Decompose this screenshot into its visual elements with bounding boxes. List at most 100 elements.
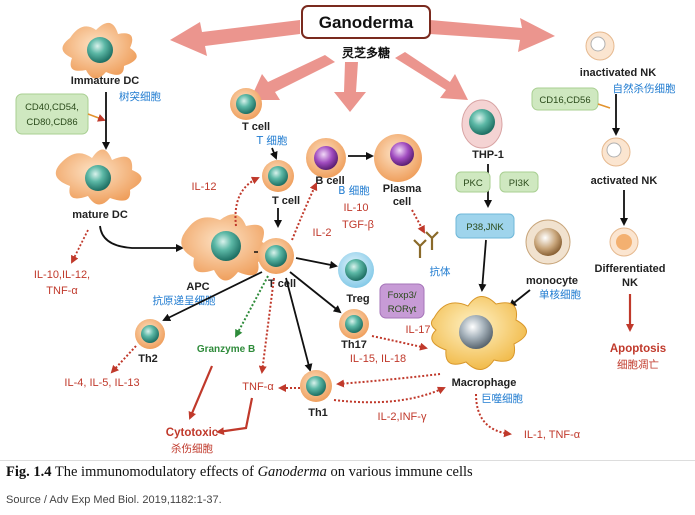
big-arrow-right xyxy=(430,18,555,52)
inactivated-nk-label-cn: 自然杀伤细胞 xyxy=(613,82,676,95)
dc-marker-box: CD40,CD54, CD80,CD86 xyxy=(15,93,89,135)
caption-italic: Ganoderma xyxy=(257,464,327,480)
differentiated-nk-nucleus xyxy=(616,234,632,250)
treg-nucleus xyxy=(345,259,367,281)
caption-text-before: The immunomodulatory effects of xyxy=(54,464,258,480)
dc-marker-line2: CD80,CD86 xyxy=(26,117,77,128)
arrow-t-top-to-t-mid xyxy=(270,147,278,160)
cytotoxic-label-cn: 杀伤细胞 xyxy=(171,442,213,455)
ganoderma-title-cn: 灵芝多糖 xyxy=(342,45,390,60)
t-cell-mid-label: T cell xyxy=(272,195,300,207)
t-cell-top: T cell T 细胞 xyxy=(230,88,288,147)
differentiated-nk-label-1: Differentiated xyxy=(595,263,666,275)
th2-cytokines-label: IL-4, IL-5, IL-13 xyxy=(64,377,139,389)
arrow-tnf-to-cytotoxic xyxy=(216,397,254,436)
t-cell-center: T cell xyxy=(258,238,296,290)
nk-marker-box: CD16,CD56 xyxy=(531,87,599,111)
figure-caption: Fig. 1.4 The immunomodulatory effects of… xyxy=(6,464,689,481)
il17-label: IL-17 xyxy=(405,324,430,336)
th1-label: Th1 xyxy=(308,407,328,419)
macrophage-label-cn: 巨噬细胞 xyxy=(481,392,523,405)
antibody-label: 抗体 xyxy=(430,265,451,278)
immune-diagram: Ganoderma 灵芝多糖 Immature DC 树突细胞 CD40,CD5… xyxy=(15,5,676,455)
apoptosis-label: Apoptosis xyxy=(610,343,666,355)
figure-number: Fig. 1.4 xyxy=(6,464,52,480)
th2-nucleus xyxy=(141,325,159,343)
big-arrow-left xyxy=(170,20,300,56)
inactivated-nk-label: inactivated NK xyxy=(580,67,656,79)
arrow-monocyte-to-mac xyxy=(508,289,531,308)
apc-label: APC xyxy=(186,281,209,293)
t-cell-top-label: T cell xyxy=(242,121,270,133)
apoptosis-label-cn: 细胞凋亡 xyxy=(617,358,659,371)
treg-label: Treg xyxy=(346,293,369,305)
ganoderma-title: Ganoderma 灵芝多糖 xyxy=(301,5,431,60)
th17-label: Th17 xyxy=(341,339,367,351)
pi3k-rect xyxy=(499,171,539,193)
arrow-mac-to-th1 xyxy=(336,373,441,388)
b-cell: B cell B 细胞 xyxy=(306,138,370,197)
monocyte-cell: monocyte 单核细胞 xyxy=(525,219,581,301)
mature-dc-nucleus xyxy=(85,165,111,191)
immature-dc-nucleus xyxy=(87,37,113,63)
arrow-plasma-to-antibody xyxy=(411,209,425,234)
arrow-p38-to-mac xyxy=(478,239,487,292)
ganoderma-title-box xyxy=(301,5,431,39)
plasma-cell: Plasma cell xyxy=(374,134,422,208)
macrophage-cell: Macrophage 巨噬细胞 xyxy=(430,296,527,405)
th1-cell: Th1 xyxy=(300,370,332,419)
plasma-cell-label-1: Plasma xyxy=(383,183,422,195)
red-arrow-t-to-b xyxy=(291,182,318,241)
arrow-t-to-granzyme xyxy=(235,275,269,338)
ganoderma-arrows xyxy=(170,18,555,112)
differentiated-nk-cell: Differentiated NK xyxy=(595,227,666,289)
p38-box: P38,JNK xyxy=(455,213,515,239)
immature-dc-label: Immature DC xyxy=(71,75,140,87)
il15-label: IL-15, IL-18 xyxy=(350,353,406,365)
monocyte-label-cn: 单核细胞 xyxy=(539,288,581,301)
il12-arrow xyxy=(234,176,260,227)
th1-nucleus xyxy=(306,376,326,396)
foxp3-rect xyxy=(379,283,425,319)
b-cell-nucleus xyxy=(314,146,338,170)
arrow-t-to-th1 xyxy=(285,277,313,372)
monocyte-label: monocyte xyxy=(526,275,578,287)
arrow-t-to-th2 xyxy=(162,271,263,321)
dc-cytokines-line1: IL-10,IL-12, xyxy=(34,269,90,281)
big-arrow-down-right xyxy=(395,52,468,100)
t-cell-center-label: T cell xyxy=(268,278,296,290)
ganoderma-title-en: Ganoderma xyxy=(319,13,414,32)
b-cell-label: B cell xyxy=(315,175,344,187)
figure-source: Source / Adv Exp Med Biol. 2019,1182:1-3… xyxy=(6,494,222,506)
arrow-t-to-th17 xyxy=(289,271,342,314)
big-arrow-down-left xyxy=(250,55,335,100)
tnf-label: TNF-α xyxy=(242,381,274,393)
apc-nucleus xyxy=(211,231,241,261)
arrow-granzyme-to-cytotoxic xyxy=(188,365,214,420)
inactivated-nk-nucleus xyxy=(590,36,606,52)
arrow-mac-out xyxy=(475,393,512,438)
th17-nucleus xyxy=(345,315,363,333)
arrow-th1-to-mac xyxy=(333,386,446,404)
tgf-label: TGF-β xyxy=(342,219,374,231)
plasma-cell-label-2: cell xyxy=(393,196,411,208)
dc-marker-arrow xyxy=(87,113,106,122)
macrophage-label: Macrophage xyxy=(452,377,517,389)
arrow-th2-out xyxy=(110,345,137,374)
thp1-nucleus xyxy=(469,109,495,135)
t-cell-center-nucleus xyxy=(265,245,287,267)
nk-marker-text: CD16,CD56 xyxy=(539,95,590,106)
mac-cytokines-label: IL-1, TNF-α xyxy=(524,429,581,441)
cytotoxic-label: Cytotoxic xyxy=(166,427,219,439)
plasma-cell-nucleus xyxy=(390,142,414,166)
il2-inf-label: IL-2,INF-γ xyxy=(378,411,427,423)
antibody-icon xyxy=(413,231,439,258)
mature-dc-cell: mature DC xyxy=(55,149,142,221)
caption-divider xyxy=(0,460,695,461)
mature-dc-label: mature DC xyxy=(72,209,128,221)
caption-text-after: on various immune cells xyxy=(326,464,473,480)
pkc-text: PKC xyxy=(463,178,483,189)
arrow-mature-to-apc xyxy=(99,225,184,252)
arrow-t-to-treg xyxy=(295,257,338,269)
foxp3-line1: Foxp3/ xyxy=(387,290,416,301)
